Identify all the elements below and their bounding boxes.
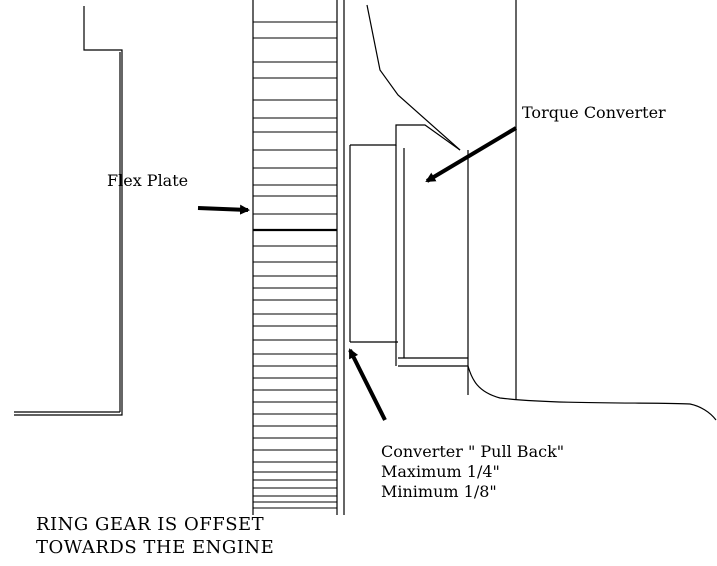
annotation-arrows [197, 126, 518, 421]
caption-line-1: RING GEAR IS OFFSET [36, 514, 264, 535]
ring-gear-column [252, 0, 345, 515]
flex-plate-label: Flex Plate [107, 171, 188, 190]
torque-converter-outline [349, 0, 717, 421]
flex-plate-arrow [197, 204, 250, 215]
pull-back-label: Converter " Pull Back" [381, 442, 564, 461]
engine-block-outline [14, 6, 123, 416]
torque-converter-label: Torque Converter [522, 103, 666, 122]
minimum-label: Minimum 1/8" [381, 482, 497, 501]
maximum-label: Maximum 1/4" [381, 462, 500, 481]
caption-line-2: TOWARDS THE ENGINE [36, 537, 274, 558]
torque-converter-arrow [425, 126, 518, 183]
pull-back-arrow [348, 348, 387, 421]
